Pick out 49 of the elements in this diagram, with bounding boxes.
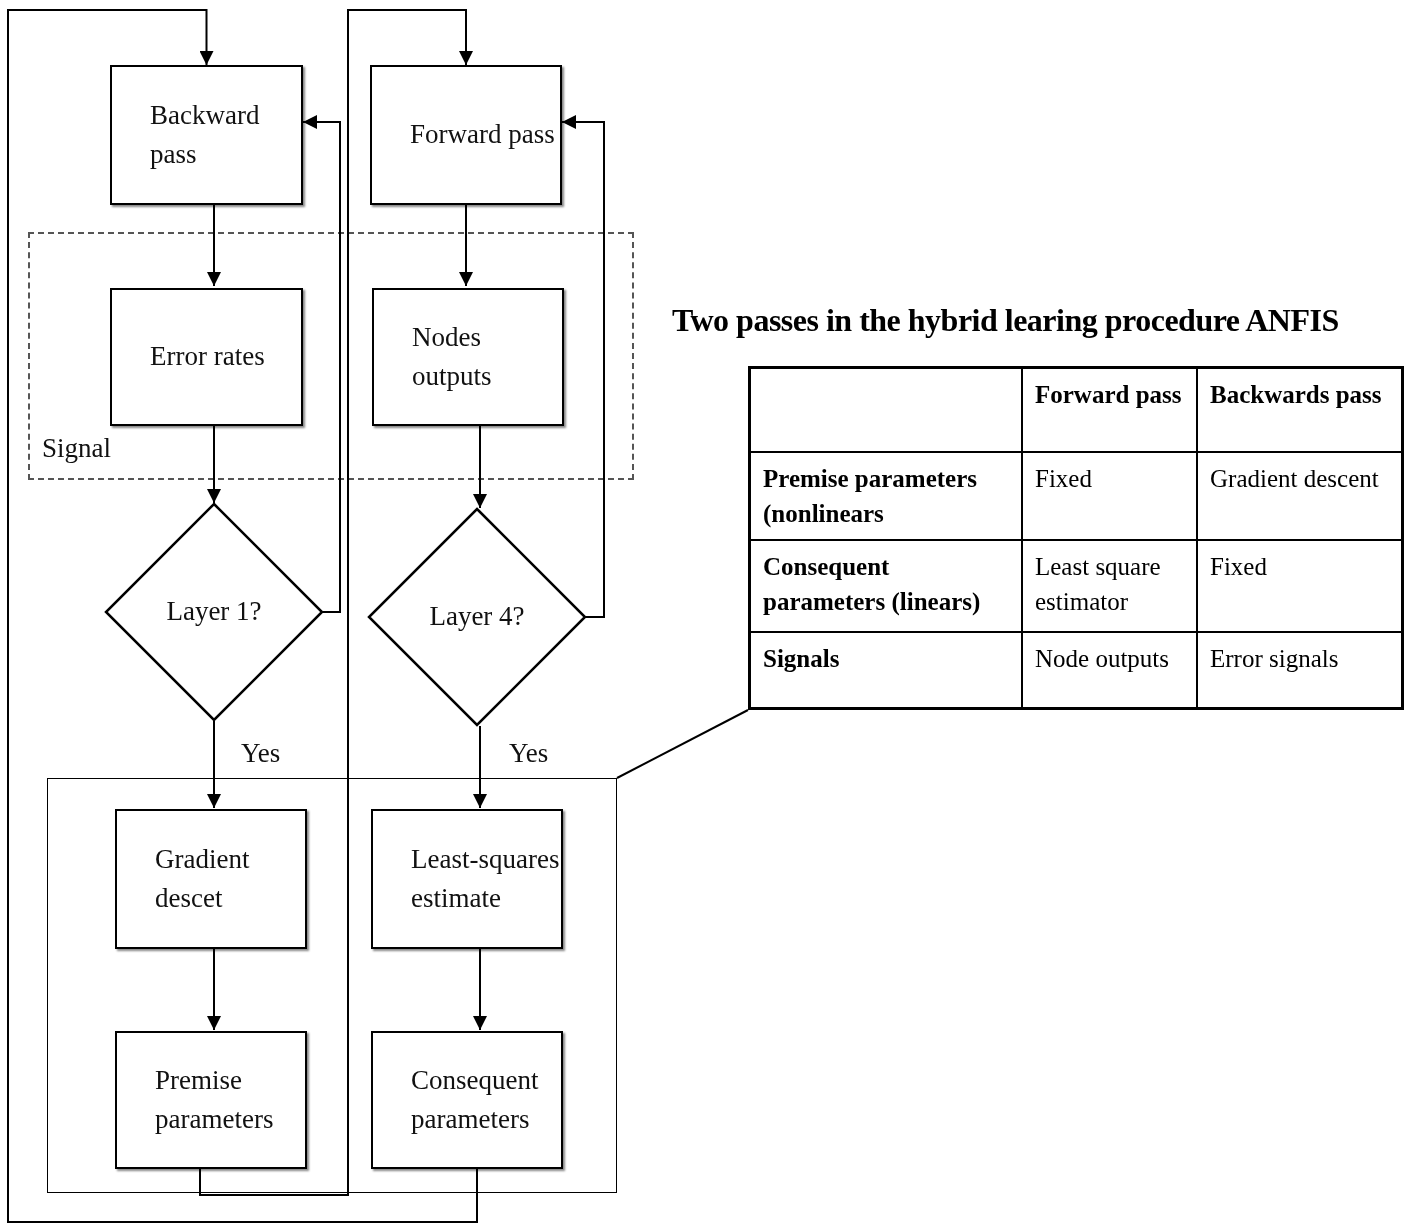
node-label: Least-squares estimate xyxy=(411,842,561,915)
node-label: Layer 1? xyxy=(166,595,262,629)
table-cell-text: Error signals xyxy=(1209,644,1340,674)
table-cell: Fixed xyxy=(1023,453,1198,541)
table-cell: Fixed xyxy=(1198,541,1401,633)
arrow xyxy=(7,9,478,1223)
process-box xyxy=(110,288,303,426)
table-cell: Premise parameters (nonlinears xyxy=(751,453,1023,541)
node-label: Gradient descet xyxy=(155,842,251,915)
node-label: Premise parameters xyxy=(155,1063,275,1136)
node-label: Layer 4? xyxy=(429,600,525,634)
decision-diamond xyxy=(105,503,323,721)
decision-diamond xyxy=(368,508,586,726)
node-label: Backward pass xyxy=(150,98,261,171)
table-cell: Least square estimator xyxy=(1023,541,1198,633)
table-header-cell: Forward pass xyxy=(1023,369,1198,453)
table-cell: Node outputs xyxy=(1023,633,1198,707)
process-box xyxy=(115,1031,307,1169)
arrow xyxy=(207,204,221,287)
arrow xyxy=(207,947,221,1031)
node-label: Nodes outputs xyxy=(412,320,493,393)
node-label: Forward pass xyxy=(410,118,555,152)
node-label: Error rates xyxy=(150,340,265,374)
process-box xyxy=(110,65,303,205)
table-cell: Signals xyxy=(751,633,1023,707)
node-label: Consequent parameters xyxy=(411,1063,540,1136)
table-cell: Consequent parameters (linears) xyxy=(751,541,1023,633)
arrow xyxy=(473,725,487,809)
arrow xyxy=(473,947,487,1031)
comparison-table xyxy=(748,366,1404,710)
arrow xyxy=(199,9,473,1196)
arrow xyxy=(302,115,341,613)
process-box xyxy=(371,1031,563,1169)
group-box xyxy=(47,778,617,1193)
connector-line xyxy=(616,709,749,779)
signal-dashed-region xyxy=(28,232,634,480)
process-box xyxy=(115,809,307,949)
process-box xyxy=(371,809,563,949)
process-box xyxy=(370,65,562,205)
arrow xyxy=(473,423,487,509)
table-title: Two passes in the hybrid learing procedure ANFIS xyxy=(672,302,1339,339)
arrow xyxy=(459,204,473,287)
table-cell: Gradient descent xyxy=(1198,453,1401,541)
process-box xyxy=(372,288,564,426)
region-label: Signal xyxy=(42,433,111,464)
table-header-cell: Backwards pass xyxy=(1198,369,1401,453)
arrow xyxy=(561,115,605,618)
arrow xyxy=(207,720,221,809)
arrow xyxy=(207,423,221,504)
